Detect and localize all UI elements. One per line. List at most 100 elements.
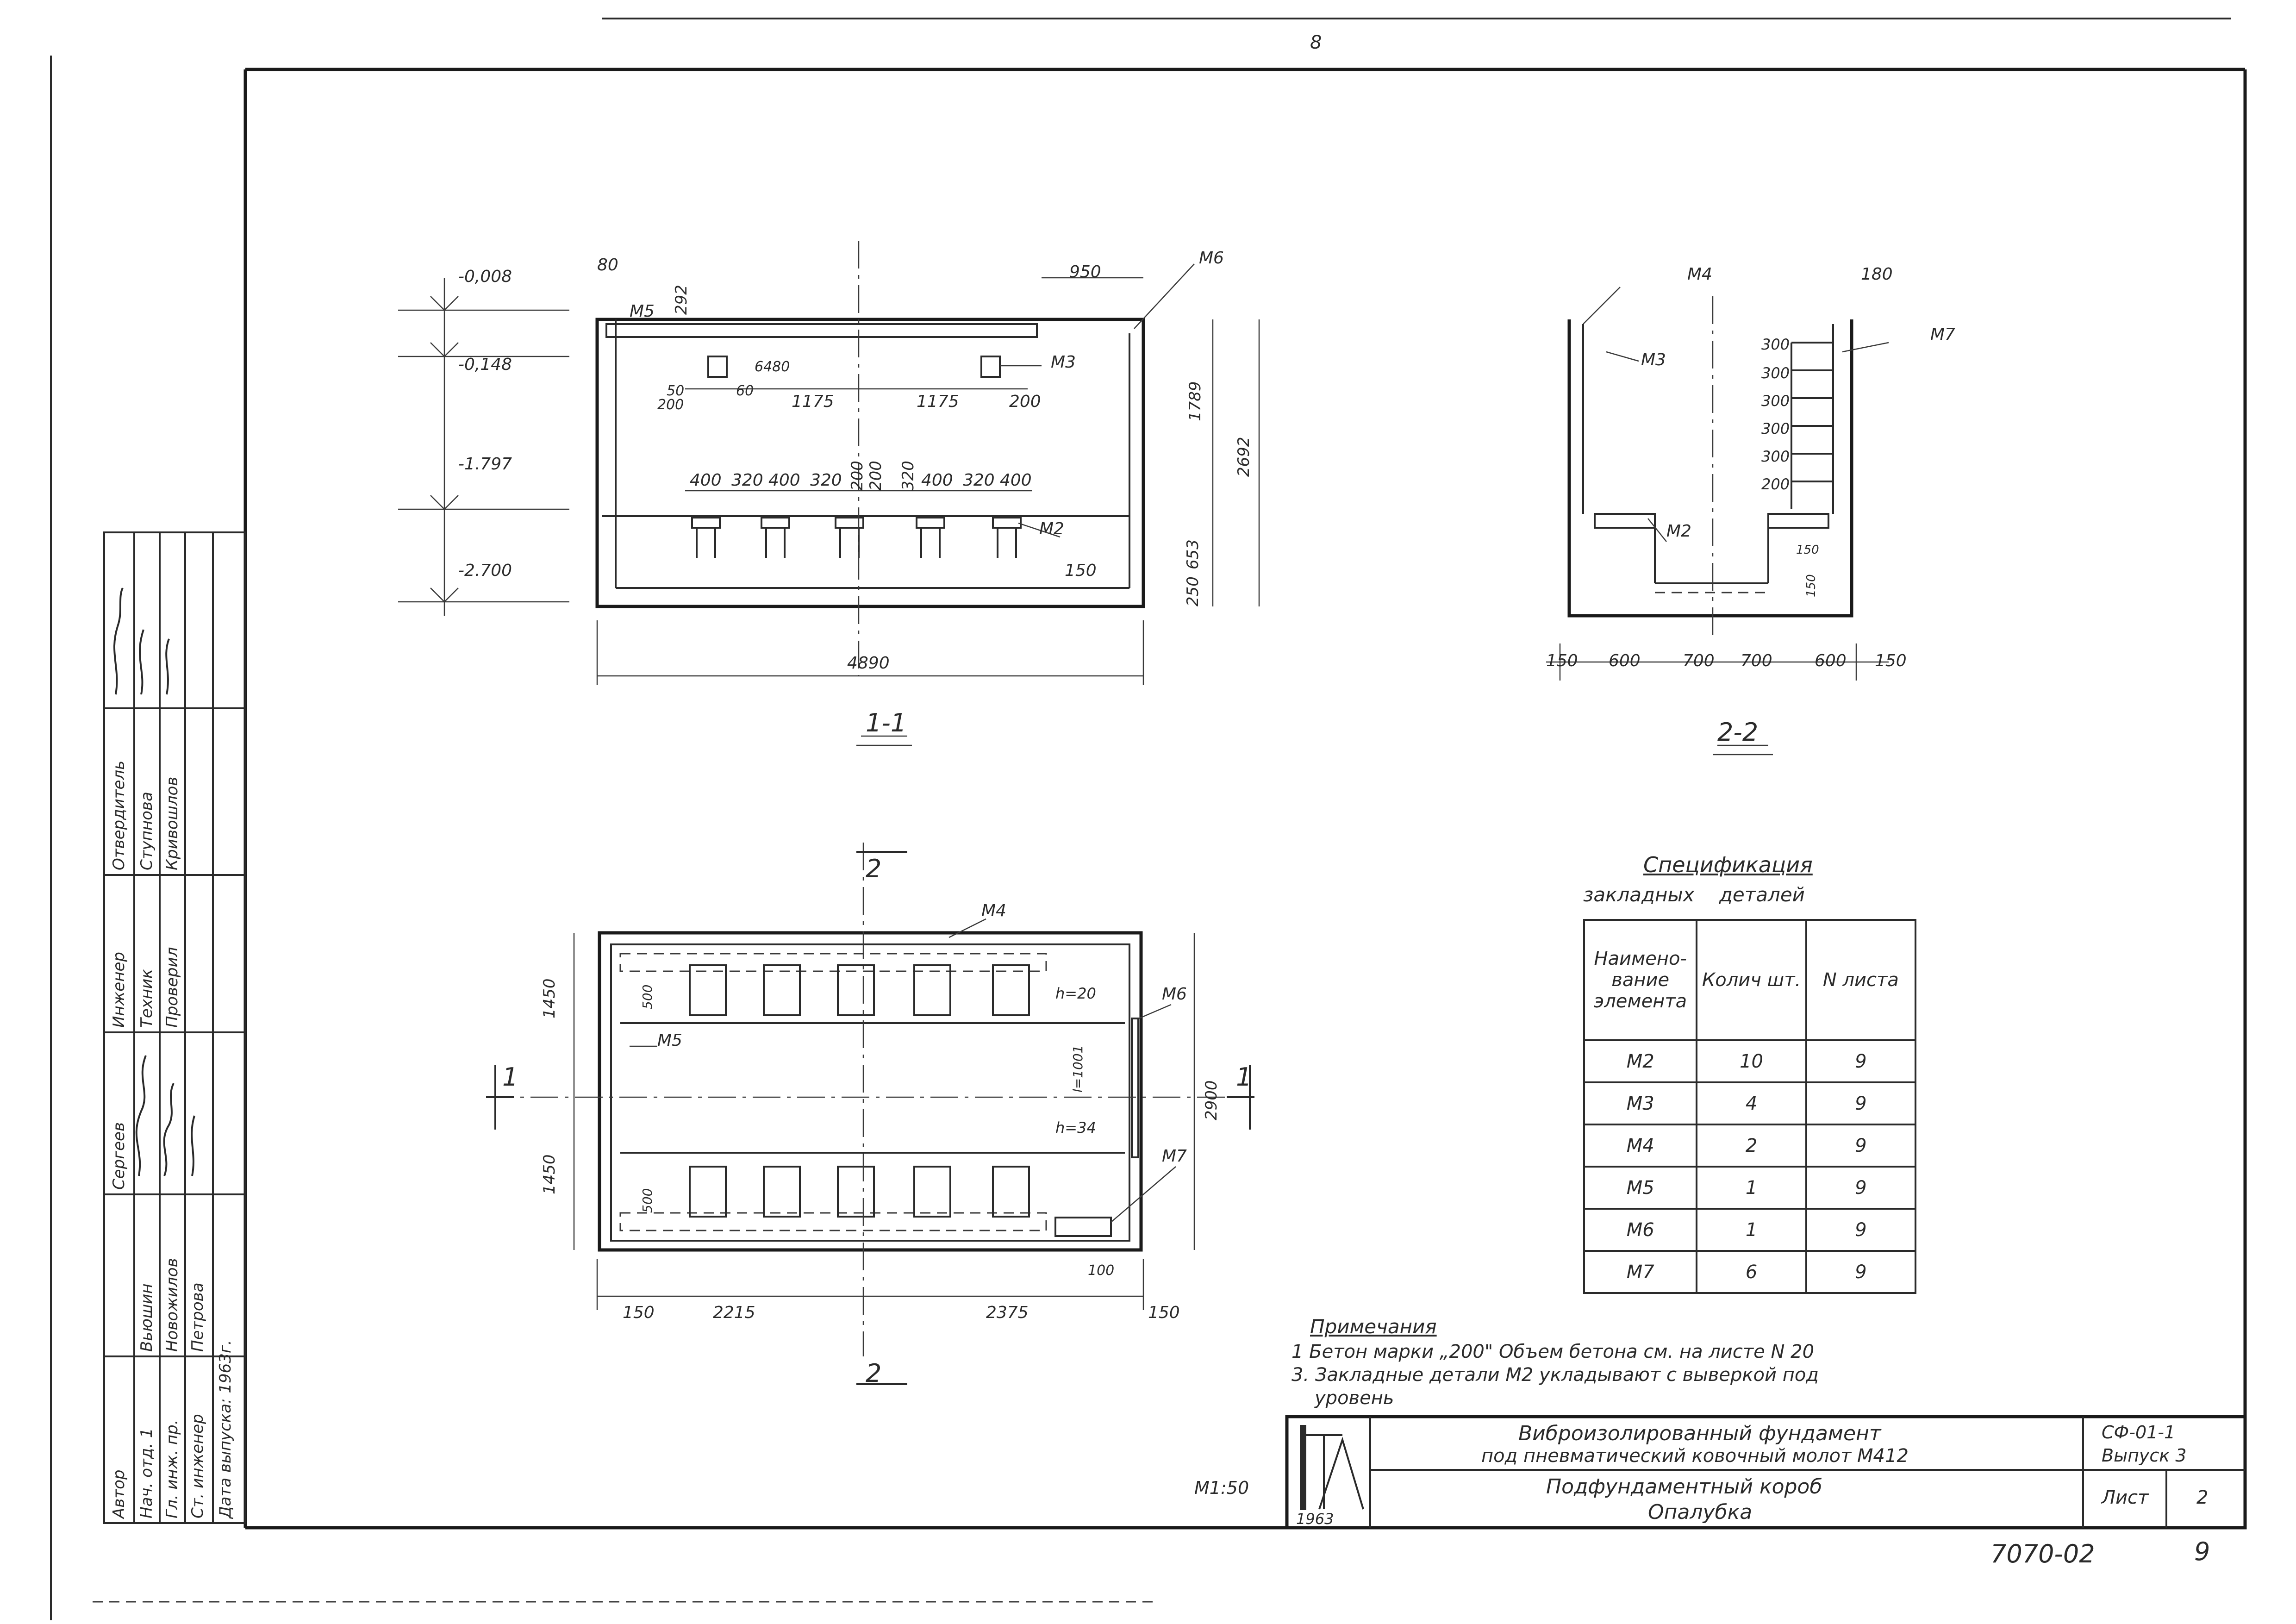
spec-cell: 9 <box>1805 1208 1917 1252</box>
dim-label: 300 <box>1761 392 1790 410</box>
stamp-name: Вьюшин <box>137 1283 156 1352</box>
dim-label: 320 <box>810 471 842 490</box>
dim-label: 150 <box>1875 651 1907 670</box>
mark-label: M5 <box>630 302 655 321</box>
spec-header-row: Наимено-вание элемента Колич шт. N листа <box>1583 919 1917 1041</box>
dim-label: 292 <box>672 285 691 315</box>
spec-cell: 1 <box>1696 1208 1807 1252</box>
dim-label: 300 <box>1761 448 1790 465</box>
dim-label: 150 <box>1065 561 1097 580</box>
mark-label: M3 <box>1641 350 1666 369</box>
dim-label: 1789 <box>1186 381 1204 421</box>
dim-label: 600 <box>1815 651 1847 670</box>
spec-cell: 1 <box>1696 1166 1807 1210</box>
notes-title: Примечания <box>1310 1315 1437 1338</box>
dim-label: 400 <box>921 471 953 490</box>
mark-label: M4 <box>1687 265 1712 284</box>
stamp-name: Петрова <box>188 1282 207 1352</box>
mark-label: M2 <box>1039 519 1064 538</box>
mark-label: M6 <box>1199 249 1224 268</box>
mark-label: M7 <box>1930 325 1955 344</box>
dim-label: 4890 <box>847 654 890 673</box>
stamp-name: Отвердитель <box>110 760 128 870</box>
spec-header-cell: N листа <box>1805 919 1917 1041</box>
spec-title: Спецификация <box>1643 852 1813 877</box>
dim-label: 320 <box>899 461 917 491</box>
spec-cell: 9 <box>1805 1250 1917 1294</box>
dim-label: 180 <box>1861 265 1893 284</box>
dim-label: 700 <box>1683 651 1715 670</box>
note-line: 3. Закладные детали M2 укладывают с выве… <box>1292 1364 1819 1386</box>
institute-logo <box>1300 1425 1364 1510</box>
dim-label: 2375 <box>986 1303 1029 1322</box>
dim-label: 150 <box>1546 651 1578 670</box>
stamp-role: Ст. инженер <box>188 1414 207 1518</box>
cut-mark: 1 <box>502 1062 518 1092</box>
spec-cell: M2 <box>1583 1039 1698 1083</box>
spec-cell: 9 <box>1805 1166 1917 1210</box>
stamp-role: Проверил <box>163 947 181 1028</box>
archive-number: 7070-02 <box>1990 1539 2095 1568</box>
section-2-2-drawing <box>1546 287 1889 756</box>
dim-label: 2215 <box>713 1303 755 1322</box>
section-title-1-1: 1-1 <box>866 708 907 737</box>
level-label: -2.700 <box>458 561 512 580</box>
stamp-role: Инженер <box>110 952 128 1028</box>
spec-cell: M7 <box>1583 1250 1698 1294</box>
dim-label: 400 <box>1000 471 1032 490</box>
dim-label: 300 <box>1761 420 1790 437</box>
dim-label: 1450 <box>540 1154 559 1194</box>
dim-label: 200 <box>1009 392 1041 411</box>
spec-cell: M4 <box>1583 1124 1698 1168</box>
dim-label: 2900 <box>1202 1080 1221 1120</box>
note-line: 1 Бетон марки „200" Объем бетона см. на … <box>1292 1341 1815 1362</box>
spec-cell: 9 <box>1805 1081 1917 1125</box>
dim-label: 300 <box>1761 336 1790 353</box>
spec-cell: 2 <box>1696 1124 1807 1168</box>
level-label: -1.797 <box>458 455 512 474</box>
stamp-name: Новожилов <box>163 1258 181 1352</box>
plan-drawing <box>486 843 1254 1385</box>
title-line: под пневматический ковочный молот M412 <box>1481 1445 1909 1467</box>
cut-mark: 2 <box>866 1359 882 1388</box>
stamp-role: Техник <box>137 969 156 1028</box>
dim-label: 500 <box>640 1188 655 1213</box>
dim-label: 950 <box>1069 262 1101 281</box>
dim-label: 150 <box>1804 574 1818 597</box>
stamp-role: Автор <box>110 1469 128 1519</box>
dim-label: 500 <box>640 984 655 1009</box>
spec-cell: 6 <box>1696 1250 1807 1294</box>
spec-cell: M3 <box>1583 1081 1698 1125</box>
dim-label: 150 <box>1796 543 1819 557</box>
dim-label: 600 <box>1609 651 1641 670</box>
dim-label: 2692 <box>1235 437 1253 477</box>
cut-mark: 2 <box>866 854 882 883</box>
spec-cell: M5 <box>1583 1166 1698 1210</box>
dim-label: 1175 <box>792 392 834 411</box>
stamp-name: Сергеев <box>110 1122 128 1190</box>
page-number: 8 <box>1310 32 1322 53</box>
dim-label: 150 <box>1148 1303 1180 1322</box>
dim-label: 320 <box>963 471 995 490</box>
dim-label: h=34 <box>1055 1119 1096 1137</box>
dim-label: 320 <box>731 471 763 490</box>
spec-header-cell: Колич шт. <box>1696 919 1807 1041</box>
dim-label: 6480 <box>755 359 790 375</box>
stamp-name: Ступнова <box>137 792 156 870</box>
project-code: СФ-01-1 <box>2102 1422 2176 1443</box>
level-label: -0,008 <box>458 267 512 286</box>
mark-label: M5 <box>657 1031 682 1050</box>
sheet-label: Лист <box>2102 1487 2149 1508</box>
spec-table: Наимено-вание элемента Колич шт. N листа… <box>1583 919 1917 1294</box>
stamp-date: Дата выпуска: 1963г. <box>216 1340 235 1518</box>
dim-label: 1175 <box>917 392 959 411</box>
subtitle-line: Подфундаментный короб <box>1546 1475 1822 1499</box>
sheet-number: 2 <box>2196 1487 2209 1508</box>
dim-label: 1450 <box>540 978 559 1018</box>
cut-mark: 1 <box>1236 1062 1252 1092</box>
